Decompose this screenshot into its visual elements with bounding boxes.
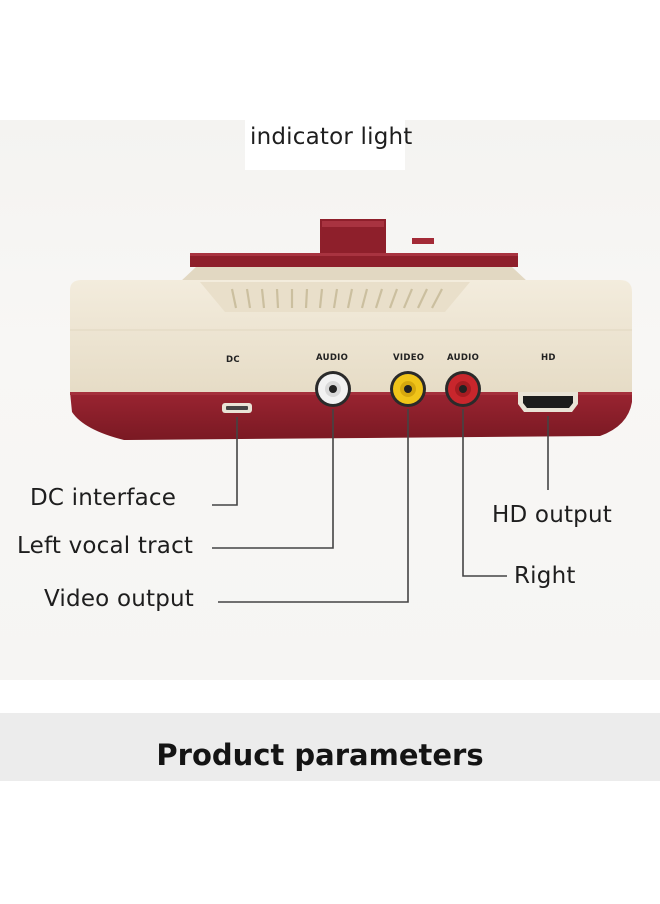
video-port (390, 371, 426, 407)
left-vocal-tract-label: Left vocal tract (17, 533, 194, 559)
video-output-label: Video output (44, 586, 195, 612)
audio-left-port-label: AUDIO (316, 353, 349, 363)
right-leader-line (462, 409, 507, 577)
footer-band (0, 713, 660, 781)
dc-port-label: DC (226, 355, 240, 365)
audio-right-port (445, 371, 481, 407)
indicator-light-housing (320, 219, 434, 253)
indicator-light-label: indicator light (250, 124, 413, 150)
console-top-rim (190, 253, 518, 267)
dc-interface-label: DC interface (30, 485, 177, 511)
audio-right-port-label: AUDIO (447, 353, 480, 363)
top-label-box (245, 118, 405, 170)
hd-port-label: HD (541, 353, 556, 363)
console-body (70, 280, 632, 392)
callout-lines (212, 409, 549, 603)
product-parameters-heading: Product parameters (156, 738, 484, 772)
hd-port (518, 392, 578, 412)
left-vocal-leader-line (212, 409, 334, 549)
dc-leader-line (212, 417, 238, 506)
hd-output-label: HD output (492, 502, 612, 528)
right-audio-label: Right (514, 563, 576, 589)
video-port-label: VIDEO (393, 353, 425, 363)
console-base (70, 392, 632, 440)
audio-left-port (315, 371, 351, 407)
vent-grille (230, 288, 443, 309)
video-leader-line (218, 409, 409, 603)
dc-port (222, 403, 252, 413)
